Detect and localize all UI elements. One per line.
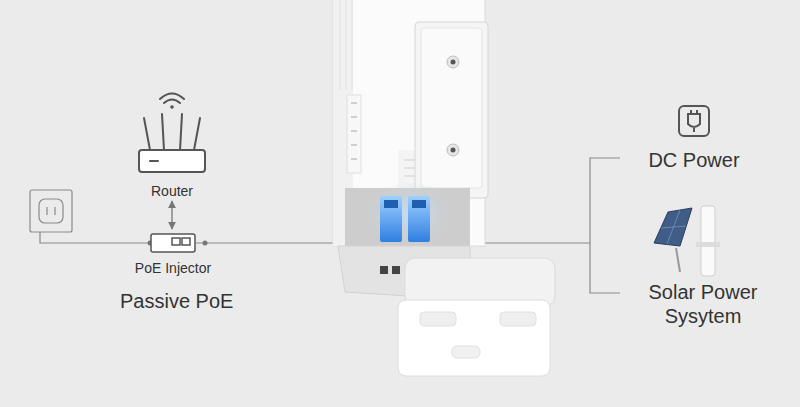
- dc-power-icon: [679, 106, 709, 136]
- solar-system-icon: [654, 206, 720, 276]
- injector-node: PoE Injector: [129, 230, 217, 277]
- node-label: DC Power: [648, 148, 739, 172]
- power-option-node: Solar Power Sysytem: [635, 205, 772, 328]
- outdoor-device: [333, 0, 555, 376]
- poe-injector-icon: [151, 234, 195, 252]
- router-icon: [139, 94, 205, 173]
- power-option-node: DC Power: [642, 100, 745, 172]
- caption-label: Passive PoE: [120, 290, 233, 313]
- wall-socket: [30, 190, 72, 232]
- node-label: PoE Injector: [135, 260, 211, 277]
- node-label: Solar Power Sysytem: [641, 280, 766, 328]
- link-connector: [171, 201, 172, 229]
- router-node: Router: [145, 84, 199, 200]
- node-label: Router: [151, 183, 193, 200]
